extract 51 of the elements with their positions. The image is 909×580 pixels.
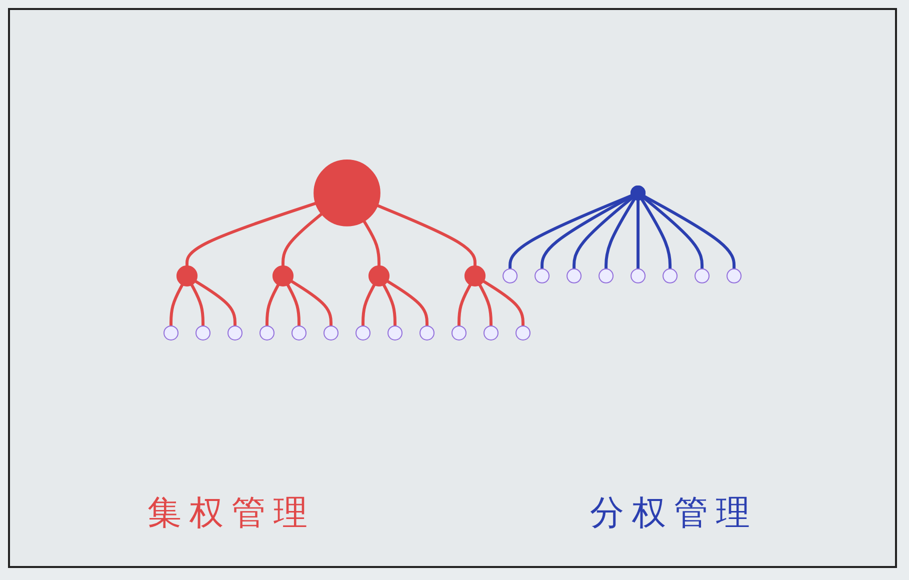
node-circle [694, 268, 710, 284]
node-circle [515, 325, 530, 340]
node-circle [227, 325, 242, 340]
connector [643, 195, 736, 269]
node-circle [176, 265, 198, 286]
caption-text: 分权管理 [590, 492, 758, 535]
connector [185, 202, 316, 266]
node-circle [419, 325, 434, 340]
node-circle [314, 160, 380, 226]
connector [281, 212, 323, 266]
connector [640, 198, 672, 269]
connector [376, 204, 476, 266]
node-circle [483, 325, 498, 340]
node-circle [163, 325, 178, 340]
node-circle [534, 268, 550, 284]
node-circle [195, 325, 210, 340]
connector [190, 284, 204, 326]
connector [265, 284, 280, 326]
connector [482, 280, 524, 326]
connector [508, 194, 632, 269]
connector [604, 198, 636, 269]
connector [572, 196, 634, 269]
node-circle [272, 265, 294, 286]
connector [361, 284, 376, 326]
connector [194, 280, 236, 326]
connector [540, 195, 633, 269]
connector [478, 284, 492, 326]
node-circle [502, 268, 518, 284]
node-circle [323, 325, 338, 340]
node-circle [259, 325, 274, 340]
node-circle [387, 325, 402, 340]
connector [386, 280, 428, 326]
connector [290, 280, 332, 326]
connector [169, 284, 184, 326]
node-circle [291, 325, 306, 340]
node-circle [726, 268, 742, 284]
node-circle [464, 265, 486, 286]
connector [636, 200, 640, 269]
node-circle [566, 268, 582, 284]
node-circle [355, 325, 370, 340]
node-circle [451, 325, 466, 340]
node-circle [368, 265, 390, 286]
connector [286, 284, 300, 326]
connector [362, 220, 380, 266]
connector [382, 284, 396, 326]
node-circle [630, 268, 646, 284]
caption-text: 集权管理 [147, 492, 316, 535]
connector [642, 196, 704, 269]
node-circle [598, 268, 614, 284]
node-circle [662, 268, 678, 284]
connector [457, 284, 472, 326]
